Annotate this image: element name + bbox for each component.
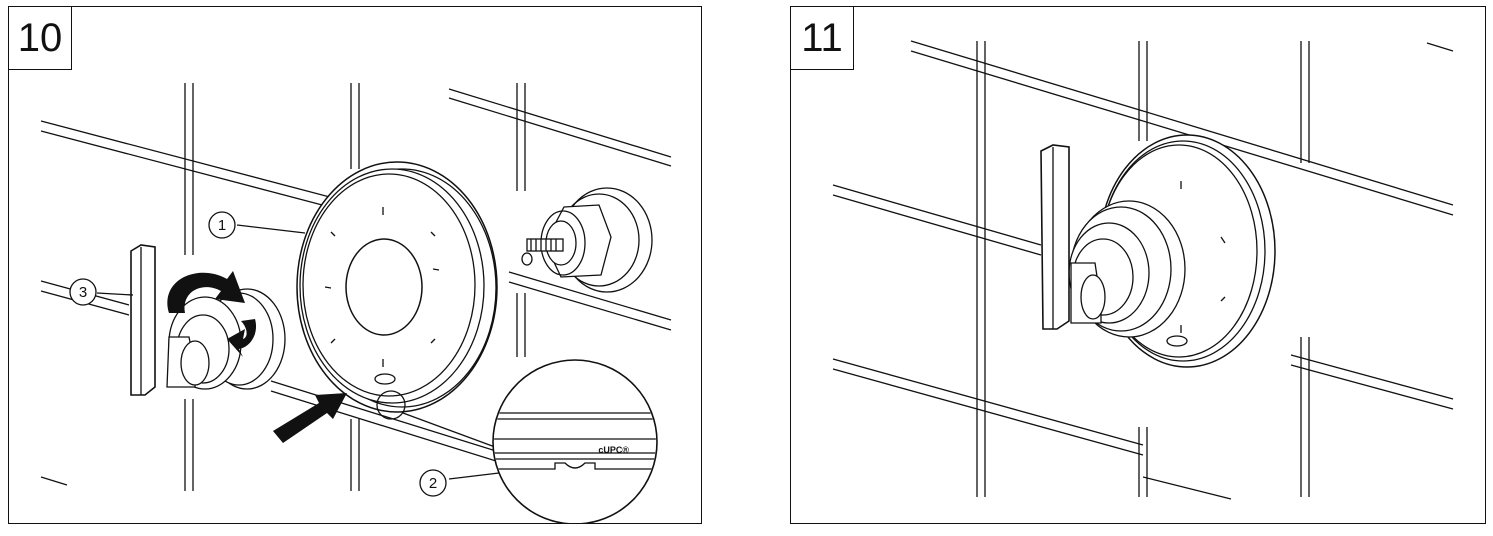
callout-1-circle <box>208 211 236 239</box>
escutcheon-plate <box>296 161 498 413</box>
tile-grout-lines <box>40 83 672 491</box>
tile-grout-lines <box>832 40 1454 500</box>
step-number-10: 10 <box>9 7 72 70</box>
magnified-inset <box>492 359 658 523</box>
push-direction-arrow <box>273 393 347 443</box>
step-number-11: 11 <box>791 7 854 70</box>
callout-1-label: 1 <box>218 217 226 234</box>
handle-assembly <box>1040 144 1186 338</box>
callout-3-label: 3 <box>79 284 87 301</box>
valve-rough-in <box>521 187 653 293</box>
step-10-panel: 10 <box>8 6 702 524</box>
step-11-illustration <box>832 40 1454 500</box>
detail-circle <box>376 390 406 420</box>
step-10-illustration: 1 3 2 cUPC® <box>40 83 672 523</box>
callout-3-circle <box>69 278 97 306</box>
callout-2-label: 2 <box>429 475 437 492</box>
handle-assembly <box>130 244 286 396</box>
cupc-marking: cUPC® <box>598 445 629 455</box>
step-11-panel: 11 <box>790 6 1486 524</box>
rotation-arrow <box>167 271 257 357</box>
callout-2-circle <box>419 469 447 497</box>
